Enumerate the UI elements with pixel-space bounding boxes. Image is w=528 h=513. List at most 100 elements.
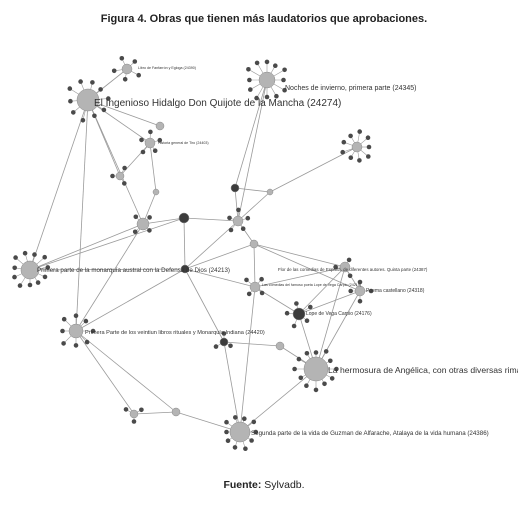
node-top-b <box>266 188 274 196</box>
node-mid-low <box>219 337 229 347</box>
edge-quijote-rima1 <box>87 99 161 127</box>
node-mid1-leaf-1 <box>236 207 241 213</box>
node-guzman-leaf-9 <box>225 438 231 444</box>
edge-quijote-monarquia <box>75 99 89 332</box>
edge-mid-low-guzman <box>223 341 241 433</box>
node-center1-leaf-2 <box>133 214 139 220</box>
node-austral-leaf-0 <box>27 282 33 288</box>
node-noches-leaf-1 <box>282 87 287 93</box>
node-angelica <box>303 356 329 382</box>
node-mid1-leaf-3 <box>240 226 246 231</box>
label-monarquia-austral: Primera parte de la monarquía austral co… <box>37 267 230 274</box>
node-right-cluster-leaf-7 <box>357 129 363 134</box>
node-flor-leaf-2 <box>333 264 338 270</box>
node-center1-leaf-0 <box>147 228 152 233</box>
node-austral-leaf-7 <box>42 254 47 260</box>
node-right-cluster-leaf-3 <box>348 155 354 160</box>
node-monarquia-leaf-5 <box>84 339 90 345</box>
node-low-left <box>129 409 139 419</box>
node-center1-leaf-3 <box>147 215 152 220</box>
edge-center3-mid3 <box>184 243 255 270</box>
network-graph: El Ingenioso Hidalgo Don Quijote de la M… <box>10 34 518 466</box>
node-lope-cluster-leaf-0 <box>246 291 252 297</box>
node-mid1-leaf-4 <box>228 227 234 233</box>
nodes-layer <box>12 56 374 452</box>
node-low-left-leaf-1 <box>123 407 129 412</box>
node-guzman-leaf-4 <box>251 419 257 425</box>
node-center1 <box>136 217 150 231</box>
node-poema-leaf-0 <box>357 279 363 285</box>
edge-center2-center3 <box>183 217 186 270</box>
node-fanfarron-leaf-4 <box>136 72 141 78</box>
node-lope-cluster <box>249 281 261 293</box>
edge-quijote-austral <box>29 99 89 271</box>
edge-right-cluster-top-b <box>269 146 358 193</box>
edge-monarquia-low-left <box>75 330 135 415</box>
node-quijote-leaf-4 <box>80 118 86 123</box>
node-noches-leaf-9 <box>264 59 270 65</box>
node-fanfarron <box>121 63 133 75</box>
edge-quijote-center1 <box>87 99 144 225</box>
node-angelica-leaf-7 <box>292 366 297 372</box>
node-noches-leaf-10 <box>273 63 278 68</box>
node-noches-leaf-0 <box>281 77 286 83</box>
edge-mid3-poema <box>253 243 361 292</box>
node-monarquia-leaf-3 <box>83 318 89 324</box>
edge-low-left-low2 <box>133 411 177 415</box>
node-guzman-leaf-5 <box>253 429 259 435</box>
edge-mid1-top-b <box>237 191 271 222</box>
node-lope-leaf-3 <box>294 301 299 306</box>
edge-mid-low-mid-right <box>223 341 281 347</box>
edge-noches-mid2 <box>234 79 268 189</box>
node-tiro-leaf-1 <box>148 129 153 135</box>
node-guzman <box>229 421 251 443</box>
node-noches-leaf-4 <box>254 95 259 101</box>
edge-mid3-lope-cluster <box>253 243 256 288</box>
node-flor <box>339 261 351 273</box>
node-quijote-leaf-8 <box>78 79 83 84</box>
node-noches-leaf-11 <box>282 67 287 73</box>
edge-austral-center1 <box>29 223 144 271</box>
labels-layer: El Ingenioso Hidalgo Don Quijote de la M… <box>37 66 518 437</box>
label-monarquia-indiana: Primera Parte de los veintiun libros rit… <box>85 330 265 336</box>
source-value: Sylvadb. <box>264 479 305 491</box>
node-mid-low-leaf-0 <box>228 343 233 349</box>
node-guzman-leaf-1 <box>224 419 229 425</box>
label-flor-comedias: Flor de las comedias de España, de difer… <box>278 267 428 272</box>
node-austral-leaf-5 <box>22 250 28 256</box>
node-quijote-leaf-2 <box>101 107 107 113</box>
edge-center3-lope-cluster <box>184 268 256 288</box>
figure-source: Fuente: Sylvadb. <box>0 479 528 491</box>
source-label: Fuente: <box>223 479 262 491</box>
edge-quijote-tiro <box>87 99 151 144</box>
node-right-cluster-leaf-8 <box>365 135 371 140</box>
node-austral-leaf-10 <box>35 280 41 285</box>
node-quijote-leaf-1 <box>106 96 111 101</box>
node-tiro-leaf-0 <box>139 137 144 143</box>
node-mid1-leaf-0 <box>227 215 232 221</box>
node-mid3 <box>249 239 259 249</box>
node-lope-cluster-leaf-3 <box>259 290 265 296</box>
node-right-cluster-leaf-1 <box>366 154 371 159</box>
node-fanfarron-leaf-1 <box>111 68 117 74</box>
node-angelica-leaf-5 <box>304 383 309 389</box>
node-guzman-leaf-3 <box>242 416 247 422</box>
node-left-upper-leaf-0 <box>110 173 115 179</box>
node-poema-leaf-3 <box>348 288 354 294</box>
node-lope-cluster-leaf-2 <box>259 276 264 282</box>
node-right-cluster <box>351 141 363 153</box>
label-fanfarron: Libro de Fanfarrón y Egloga (24390) <box>138 66 196 70</box>
node-angelica-leaf-2 <box>329 376 335 381</box>
node-lope-leaf-1 <box>291 323 297 329</box>
edge-low2-guzman <box>175 411 241 433</box>
edge-austral-center3 <box>29 268 186 271</box>
node-poema-leaf-1 <box>368 288 374 294</box>
node-guzman-leaf-7 <box>243 446 248 452</box>
edge-angelica-guzman <box>239 368 317 433</box>
node-lope-leaf-0 <box>304 318 310 324</box>
node-center2 <box>178 212 190 224</box>
node-monarquia-leaf-2 <box>73 313 79 319</box>
edge-mid2-top-b <box>234 187 271 193</box>
node-angelica-leaf-10 <box>313 350 319 355</box>
edge-monarquia-low2 <box>75 330 177 413</box>
